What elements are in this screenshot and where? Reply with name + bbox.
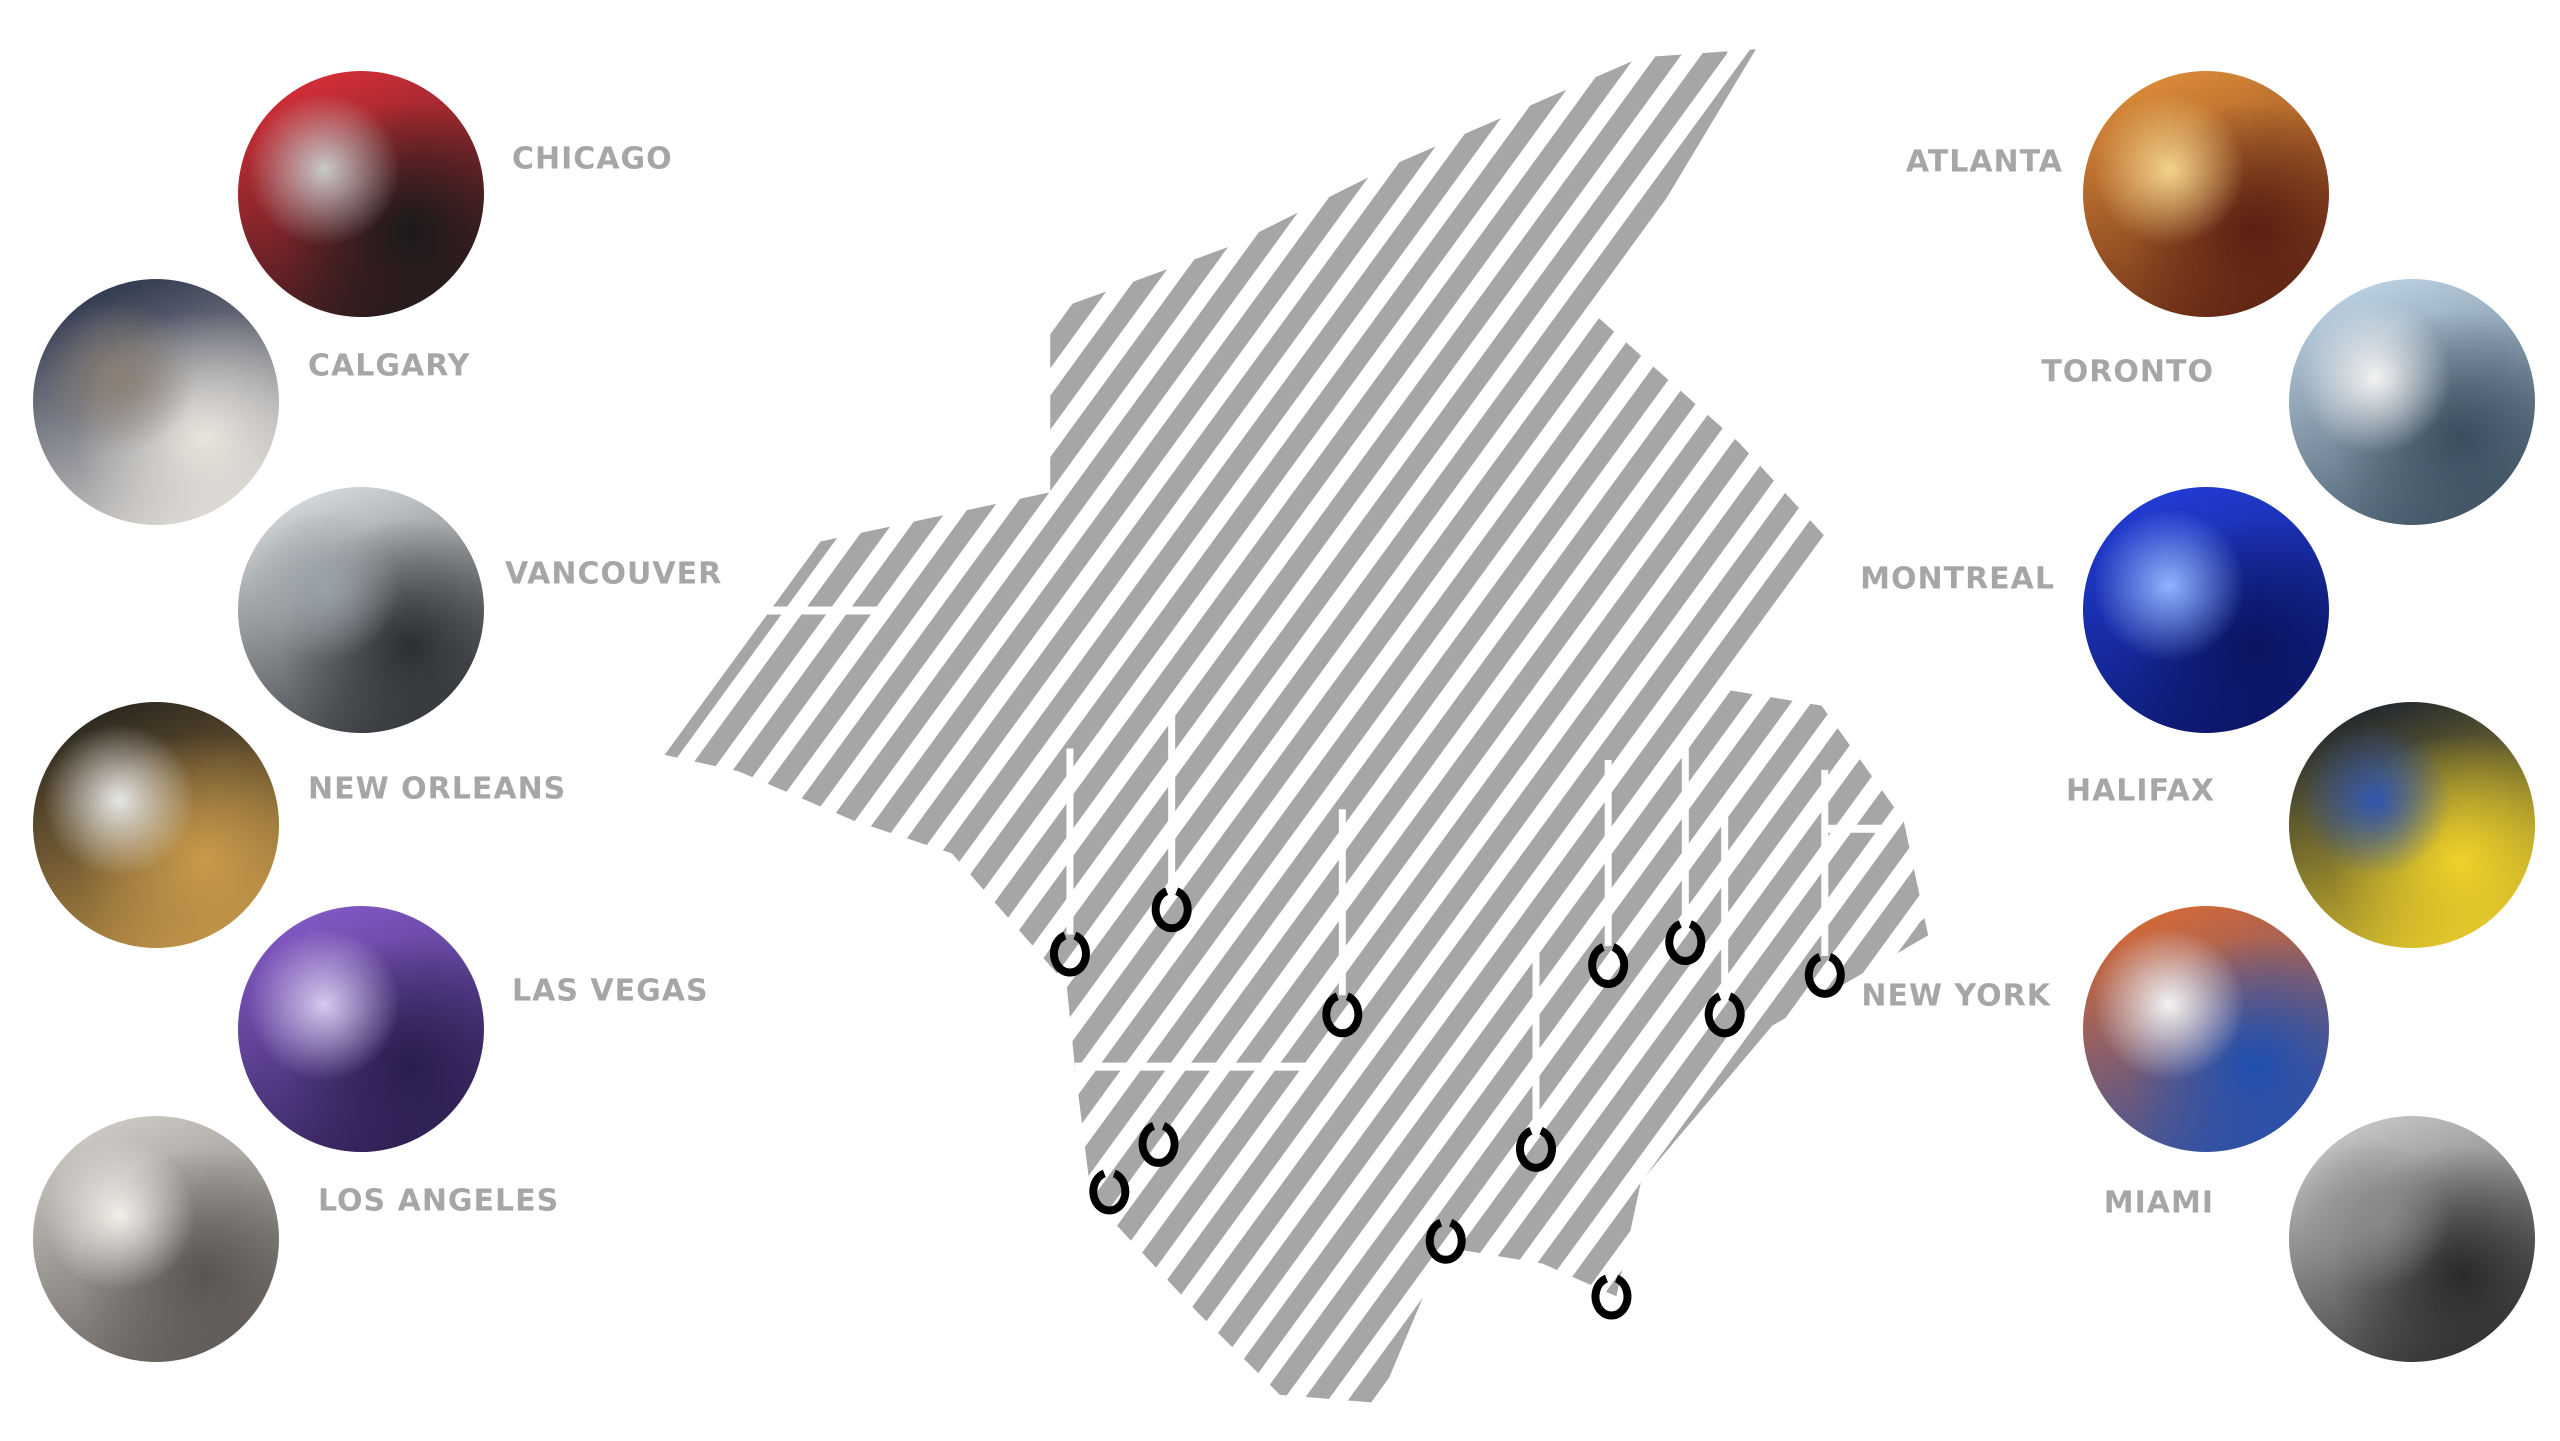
map-stripe [664, 49, 923, 400]
city-photo-halifax[interactable] [2289, 702, 2535, 948]
city-photo-montreal[interactable] [2083, 487, 2329, 733]
city-label: LOS ANGELES [318, 1183, 560, 1219]
location-marker-icon[interactable] [1591, 1274, 1632, 1320]
map-stripe [664, 49, 788, 215]
city-label: MIAMI [2103, 1185, 2214, 1221]
map-stripe [664, 49, 878, 338]
map-stripe [664, 49, 1057, 584]
city-label: CHICAGO [512, 141, 673, 177]
map-stripe [1163, 364, 1929, 1404]
location-marker-icon[interactable] [1804, 953, 1845, 998]
map-stripe [984, 119, 1929, 1404]
city-photo-calgary[interactable] [33, 279, 279, 525]
map-stripe [939, 57, 1929, 1404]
city-label: ATLANTA [1905, 144, 2063, 180]
city-label: NEW YORK [1861, 978, 2051, 1014]
city-photo-miami[interactable] [2289, 1116, 2535, 1362]
map-stripe [664, 49, 1146, 707]
city-label: LAS VEGAS [512, 973, 709, 1009]
location-marker-icon[interactable] [1516, 1127, 1556, 1172]
city-photo-los-angeles[interactable] [33, 1116, 279, 1362]
city-label: TORONTO [2041, 354, 2214, 390]
city-photo-chicago[interactable] [238, 71, 484, 317]
city-photo-vancouver[interactable] [238, 487, 484, 733]
location-marker-icon[interactable] [1138, 1122, 1179, 1167]
location-marker-icon[interactable] [1322, 992, 1363, 1038]
map-pin-lines [1066, 704, 1829, 1130]
city-label: CALGARY [308, 348, 471, 384]
map-stripe [664, 49, 1102, 645]
city-photo-new-york[interactable] [2083, 906, 2329, 1152]
map-stripe [664, 49, 967, 461]
location-marker-icon[interactable] [1704, 992, 1745, 1038]
city-label: VANCOUVER [505, 556, 723, 592]
location-marker-icon[interactable] [1665, 920, 1706, 966]
location-marker-icon[interactable] [1089, 1169, 1130, 1215]
location-marker-icon[interactable] [1588, 943, 1629, 989]
city-photo-toronto[interactable] [2289, 279, 2535, 525]
city-label: MONTREAL [1860, 561, 2055, 597]
map-markers [1049, 887, 1845, 1320]
city-photo-atlanta[interactable] [2083, 71, 2329, 317]
location-marker-icon[interactable] [1049, 931, 1090, 977]
map-stripe [664, 49, 833, 277]
location-marker-icon[interactable] [1425, 1218, 1466, 1264]
city-label: HALIFAX [2065, 773, 2215, 809]
city-label: NEW ORLEANS [308, 771, 567, 807]
city-photo-las-vegas[interactable] [238, 906, 484, 1152]
map-stripes [664, 49, 1929, 1404]
city-photo-new-orleans[interactable] [33, 702, 279, 948]
location-marker-icon[interactable] [1151, 887, 1192, 933]
map-stripe [664, 49, 1012, 523]
